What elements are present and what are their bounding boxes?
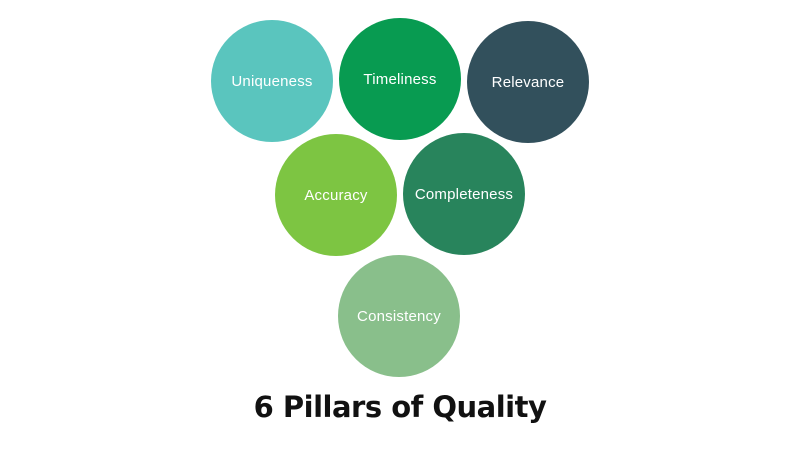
- pillar-circle-uniqueness: Uniqueness: [211, 20, 333, 142]
- pillar-circle-completeness: Completeness: [403, 133, 525, 255]
- pillar-label-relevance: Relevance: [491, 73, 565, 91]
- page-title: 6 Pillars of Quality: [253, 390, 547, 424]
- pillar-circle-consistency: Consistency: [338, 255, 460, 377]
- pillar-label-consistency: Consistency: [357, 307, 441, 325]
- pillar-circle-accuracy: Accuracy: [275, 134, 397, 256]
- pillar-label-uniqueness: Uniqueness: [231, 72, 313, 90]
- pillar-circle-relevance: Relevance: [467, 21, 589, 143]
- pillar-circle-timeliness: Timeliness: [339, 18, 461, 140]
- pillar-label-timeliness: Timeliness: [363, 70, 437, 88]
- pillar-label-completeness: Completeness: [414, 185, 514, 203]
- pillar-label-accuracy: Accuracy: [304, 186, 368, 204]
